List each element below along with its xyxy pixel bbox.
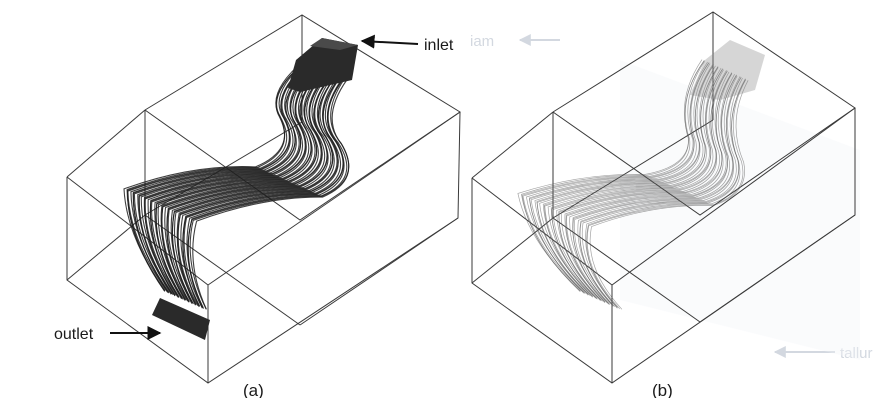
inlet-region-b: [690, 40, 765, 100]
bounding-box-a: [67, 15, 460, 383]
svg-text:iam: iam: [470, 33, 494, 50]
caption-b: (b): [652, 381, 673, 398]
inlet-block-a: [288, 38, 358, 92]
inlet-label: inlet: [424, 37, 454, 54]
caption-a: (a): [243, 381, 264, 398]
streamlines-dense: [124, 61, 349, 310]
outlet-label: outlet: [54, 326, 94, 343]
inlet-arrow: [362, 41, 418, 44]
panel-a: inlet outlet (a): [54, 15, 460, 398]
